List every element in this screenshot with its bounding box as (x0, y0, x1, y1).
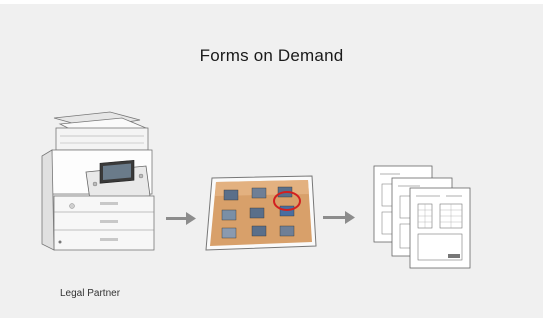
forms-document-stack-icon (373, 165, 471, 269)
diagram-title: Forms on Demand (199, 46, 344, 65)
printer-caption: Legal Partner (60, 288, 121, 299)
touchscreen-panel-icon (205, 175, 317, 251)
arrow-right-icon (166, 212, 196, 225)
printer-icon (41, 111, 155, 251)
arrow-right-icon (323, 211, 355, 224)
